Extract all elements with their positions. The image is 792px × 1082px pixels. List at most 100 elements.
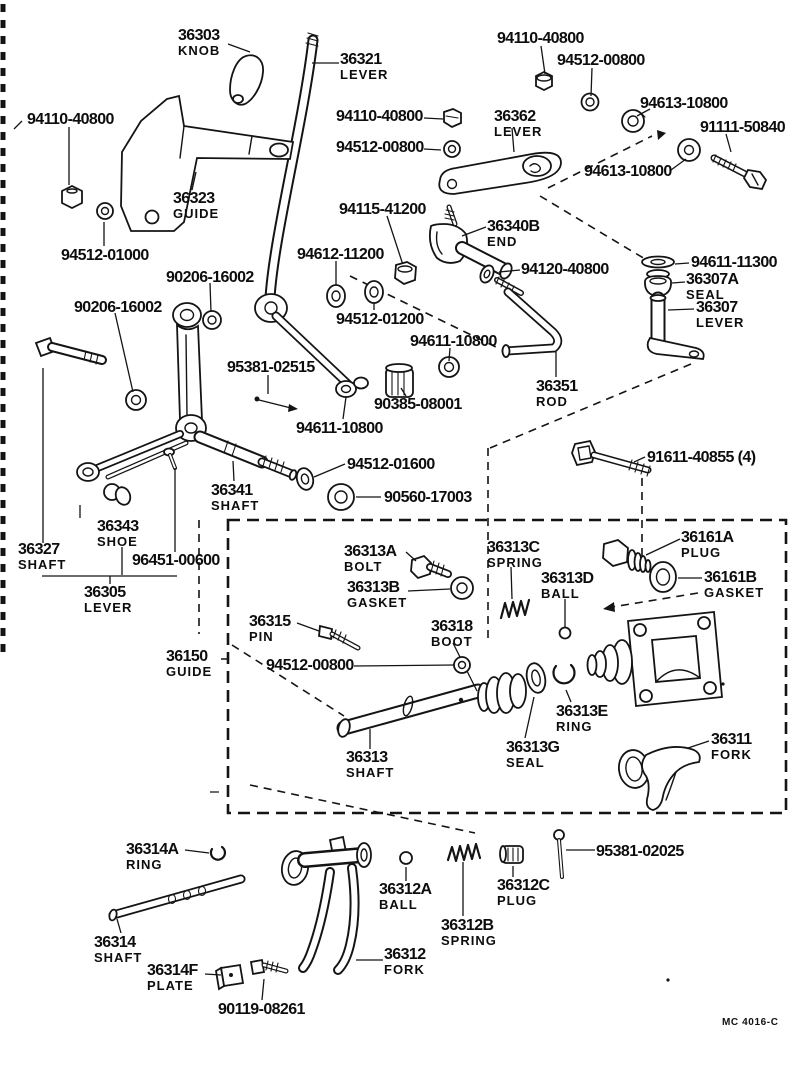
nut-94115-41200 [394,261,417,286]
shaft-36314 [108,874,246,922]
shaft-36313 [336,683,486,738]
spring-36313C [499,598,531,620]
boot-36318 [477,672,527,714]
part-label-94613-10800-b: 94613-10800 [584,163,672,180]
plug-36312C [499,845,524,864]
ring-36314A [209,845,227,861]
group-bracket-36305 [42,368,177,584]
nut-94110-left [61,184,83,210]
bolt-90119-08261 [249,958,289,976]
part-label-96451-00600: 96451-00600 [132,552,220,569]
part-label-95381-02025: 95381-02025 [596,843,684,860]
part-label-94613-10800-a: 94613-10800 [640,95,728,112]
pin-36315 [318,624,361,651]
bolt-36327 [34,336,107,365]
arrowhead-icon [603,602,615,612]
part-label-94512-00800-a: 94512-00800 [557,52,645,69]
washer-90206-upper [202,310,222,330]
link-lever-36305 [76,302,207,482]
tie-rod-end-36340B [428,204,513,280]
dashed-assembly-lines [198,135,699,834]
washer-94512-36362 [580,92,600,112]
ball-36313D [558,626,572,640]
bolt-91111-50840 [710,154,768,191]
bolt-36313A [410,554,452,580]
part-label-94612-11200: 94612-11200 [297,246,384,263]
part-label-94110-40800-a: 94110-40800 [497,30,584,47]
part-label-90206-16002-a: 90206-16002 [166,269,254,286]
guide-bracket-36323 [120,94,295,232]
part-label-94512-01000: 94512-01000 [61,247,149,264]
part-label-94120-40800: 94120-40800 [521,261,609,278]
washer-94120-40800 [479,264,495,284]
part-label-90385-08001: 90385-08001 [374,396,462,413]
part-label-94512-01600: 94512-01600 [347,456,435,473]
lever-36321 [254,32,369,398]
part-label-91111-50840: 91111-50840 [700,119,786,136]
fork-36311 [618,746,701,811]
part-label-94110-40800-c: 94110-40800 [27,111,114,128]
pin-95381-02515 [254,396,298,412]
lever-plate-36362 [438,151,562,195]
part-label-95381-02515: 95381-02515 [227,359,315,376]
part-label-94611-10800-a: 94611-10800 [410,333,497,350]
arrowhead-icon [657,130,666,140]
shoe-36343 [103,483,132,506]
check-tick [13,120,23,130]
part-label-90119-08261: 90119-08261 [218,1001,305,1018]
lever-36307 [646,291,705,360]
speck-dot [721,682,725,686]
rod-36351 [494,276,563,358]
plug-90385-08001 [385,363,414,398]
washer-94512-01000 [96,202,114,220]
washer-94612-11200 [326,284,346,308]
bolt-91611-40855 [571,439,652,477]
seal-36313G [525,662,547,694]
fork-36312 [280,835,372,975]
part-label-91611-40855: 91611-40855 (4) [647,449,756,466]
washer-94613-lower [677,138,701,162]
seal-36307A [644,275,672,297]
part-label-94512-00800-c: 94512-00800 [266,657,354,674]
knob-36303 [229,54,264,106]
spring-36312B [446,842,482,863]
washer-90206-lower [125,389,147,411]
pin-95381-02025 [553,829,565,879]
part-label-94115-41200: 94115-41200 [339,201,426,218]
part-label-90206-16002-b: 90206-16002 [74,299,162,316]
part-label-94512-01200: 94512-01200 [336,311,424,328]
nut-94512-00800-box [453,656,471,674]
part-label-94110-40800-b: 94110-40800 [336,108,423,125]
washer-94512-mid [443,140,461,158]
part-label-94611-10800-b: 94611-10800 [296,420,383,437]
nut-94110-mid [443,108,462,129]
pin-96451 [163,447,177,470]
